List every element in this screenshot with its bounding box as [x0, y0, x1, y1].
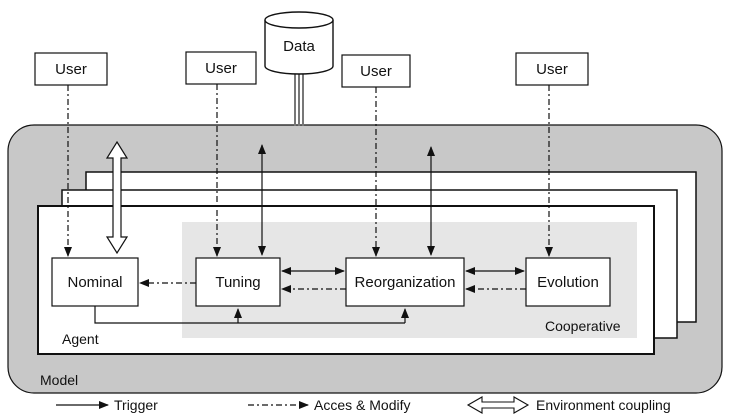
reorganization-label: Reorganization — [355, 274, 456, 291]
user-label-1: User — [55, 61, 87, 78]
data-store: Data — [264, 11, 334, 126]
data-label: Data — [283, 38, 315, 55]
tuning-label: Tuning — [215, 274, 260, 291]
nominal-label: Nominal — [67, 274, 122, 291]
agent-label: Agent — [62, 331, 99, 347]
legend-access-label: Acces & Modify — [314, 397, 410, 413]
nominal-box: Nominal — [51, 257, 139, 307]
evolution-label: Evolution — [537, 274, 599, 291]
user-box-2: User — [185, 51, 257, 85]
model-label: Model — [40, 372, 78, 388]
legend-coupling-label: Environment coupling — [536, 397, 671, 413]
nominal-feedback-line — [94, 306, 405, 324]
legend-trigger-label: Trigger — [114, 397, 158, 413]
user-label-2: User — [205, 60, 237, 77]
legend-coupling-arrow — [466, 396, 530, 414]
environment-coupling-arrow — [105, 140, 129, 255]
user-label-3: User — [360, 63, 392, 80]
legend: Trigger Acces & Modify Environment coupl… — [56, 396, 671, 414]
user-box-1: User — [34, 52, 108, 86]
user-box-3: User — [341, 54, 411, 88]
reorganization-box: Reorganization — [345, 257, 465, 307]
evolution-box: Evolution — [525, 257, 611, 307]
user-box-4: User — [515, 52, 589, 86]
tuning-box: Tuning — [195, 257, 281, 307]
user-label-4: User — [536, 61, 568, 78]
cooperative-label: Cooperative — [545, 318, 621, 334]
